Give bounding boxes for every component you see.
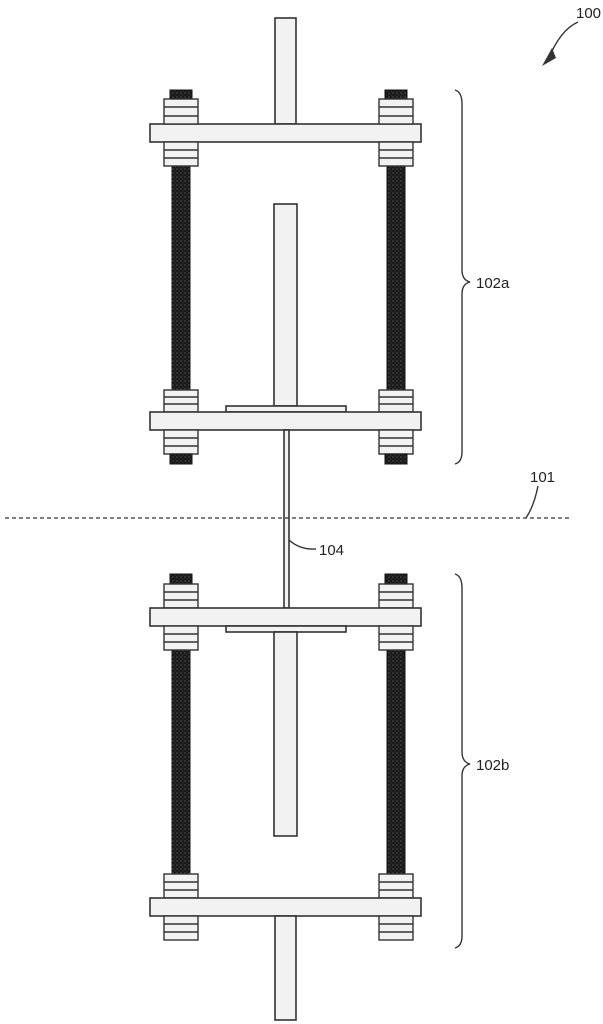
lower-inner-bar	[273, 631, 298, 837]
assembly-arrowhead	[542, 48, 556, 66]
lower-left-rod	[171, 623, 191, 915]
upper-right-bolt-end	[384, 453, 408, 465]
upper-washer	[225, 405, 347, 413]
lower-brace	[454, 573, 471, 949]
upper-assembly	[149, 89, 422, 465]
label-lower-group: 102b	[476, 757, 509, 774]
top-shaft	[274, 17, 297, 125]
lower-left-bottom-nut	[163, 915, 199, 941]
lower-top-plate	[149, 607, 422, 627]
label-plane: 101	[530, 469, 555, 486]
upper-left-under-nut	[163, 141, 199, 167]
label-connector: 104	[319, 542, 344, 559]
upper-brace	[454, 89, 471, 465]
lower-bottom-plate	[149, 897, 422, 917]
lower-right-bolt-tip	[384, 573, 408, 585]
upper-right-under-nut	[378, 141, 414, 167]
upper-top-plate	[149, 123, 422, 143]
bottom-shaft	[274, 915, 297, 1021]
connector-strip	[283, 429, 290, 609]
lower-left-top-nut	[163, 583, 199, 609]
lower-left-lower-nut	[163, 873, 199, 899]
upper-left-top-nut	[163, 98, 199, 125]
lower-right-rod	[386, 623, 406, 915]
connector-leader	[288, 539, 317, 550]
lower-left-under-nut	[163, 625, 199, 651]
upper-right-top-nut	[378, 98, 414, 125]
label-upper-group: 102a	[476, 275, 510, 292]
upper-bottom-plate	[149, 411, 422, 431]
upper-left-bolt-tip	[169, 89, 193, 100]
lower-right-under-nut	[378, 625, 414, 651]
plane-leader	[525, 485, 539, 519]
upper-inner-bar	[273, 203, 298, 407]
lower-washer	[225, 625, 347, 633]
upper-left-bottom-nut	[163, 429, 199, 455]
lower-right-bottom-nut	[378, 915, 414, 941]
lower-right-top-nut	[378, 583, 414, 609]
lower-right-lower-nut	[378, 873, 414, 899]
lower-left-bolt-tip	[169, 573, 193, 585]
upper-right-bolt-tip	[384, 89, 408, 100]
label-assembly: 100	[576, 5, 601, 22]
upper-left-bolt-end	[169, 453, 193, 465]
upper-left-lower-nut	[163, 389, 199, 413]
upper-right-bottom-nut	[378, 429, 414, 455]
lower-assembly	[149, 573, 422, 941]
upper-right-lower-nut	[378, 389, 414, 413]
